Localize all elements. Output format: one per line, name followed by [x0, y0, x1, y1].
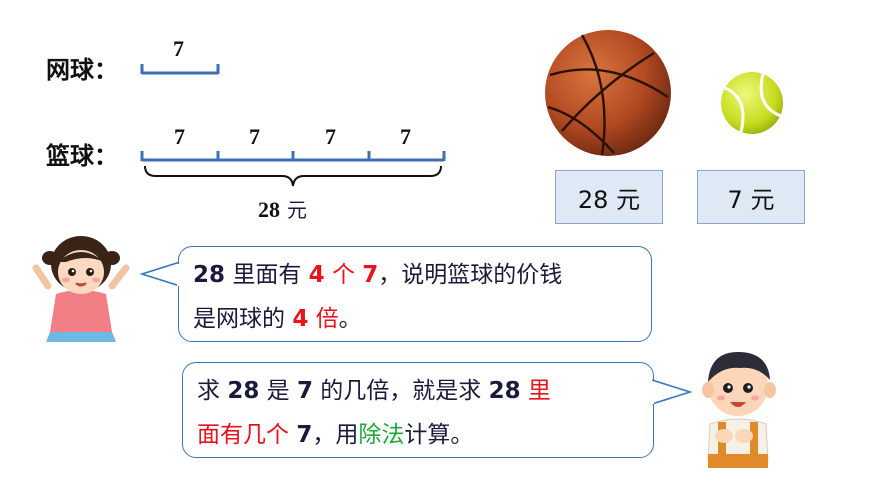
basketball-segment-value: 7 — [249, 124, 260, 149]
girl-bubble-tail — [140, 261, 180, 287]
boy-bubble-tail-joint — [650, 382, 654, 404]
basketball-segment-value: 7 — [174, 124, 185, 149]
tennis-price: 7 元 — [727, 185, 775, 214]
basketball-price: 28 元 — [577, 185, 641, 214]
boy-bubble-line-2: 面有几个 7，用除法计算。 — [197, 422, 474, 448]
basketball-image — [545, 30, 671, 156]
boy-bubble-tail — [652, 379, 692, 405]
basketball-segment-value: 7 — [325, 124, 336, 149]
girl-bubble-tail-joint — [177, 264, 181, 286]
boy-bubble-line-1: 求 28 是 7 的几倍，就是求 28 里 — [197, 378, 551, 404]
total-brace — [144, 165, 442, 187]
total-label: 28 元 — [258, 194, 307, 223]
girl-bubble-line-2: 是网球的 4 倍。 — [193, 306, 362, 332]
tennis-label: 网球： — [46, 55, 118, 84]
tennis-ball-image — [721, 72, 783, 134]
boy-speech-bubble: 求 28 是 7 的几倍，就是求 28 里 面有几个 7，用除法计算。 — [182, 362, 654, 458]
basketball-bar — [140, 151, 446, 162]
tennis-bar — [140, 64, 220, 75]
tennis-segment-value: 7 — [173, 36, 184, 61]
basketball-label: 篮球： — [46, 141, 118, 170]
tennis-price-box: 7 元 — [697, 170, 805, 224]
girl-bubble-line-1: 28 里面有 4 个 7，说明篮球的价钱 — [193, 262, 563, 288]
girl-speech-bubble: 28 里面有 4 个 7，说明篮球的价钱 是网球的 4 倍。 — [178, 246, 652, 342]
basketball-price-box: 28 元 — [555, 170, 663, 224]
total-value: 28 — [258, 197, 280, 222]
total-unit: 元 — [287, 198, 307, 222]
basketball-segment-value: 7 — [400, 124, 411, 149]
boy-avatar — [702, 352, 776, 468]
girl-avatar — [32, 236, 130, 342]
